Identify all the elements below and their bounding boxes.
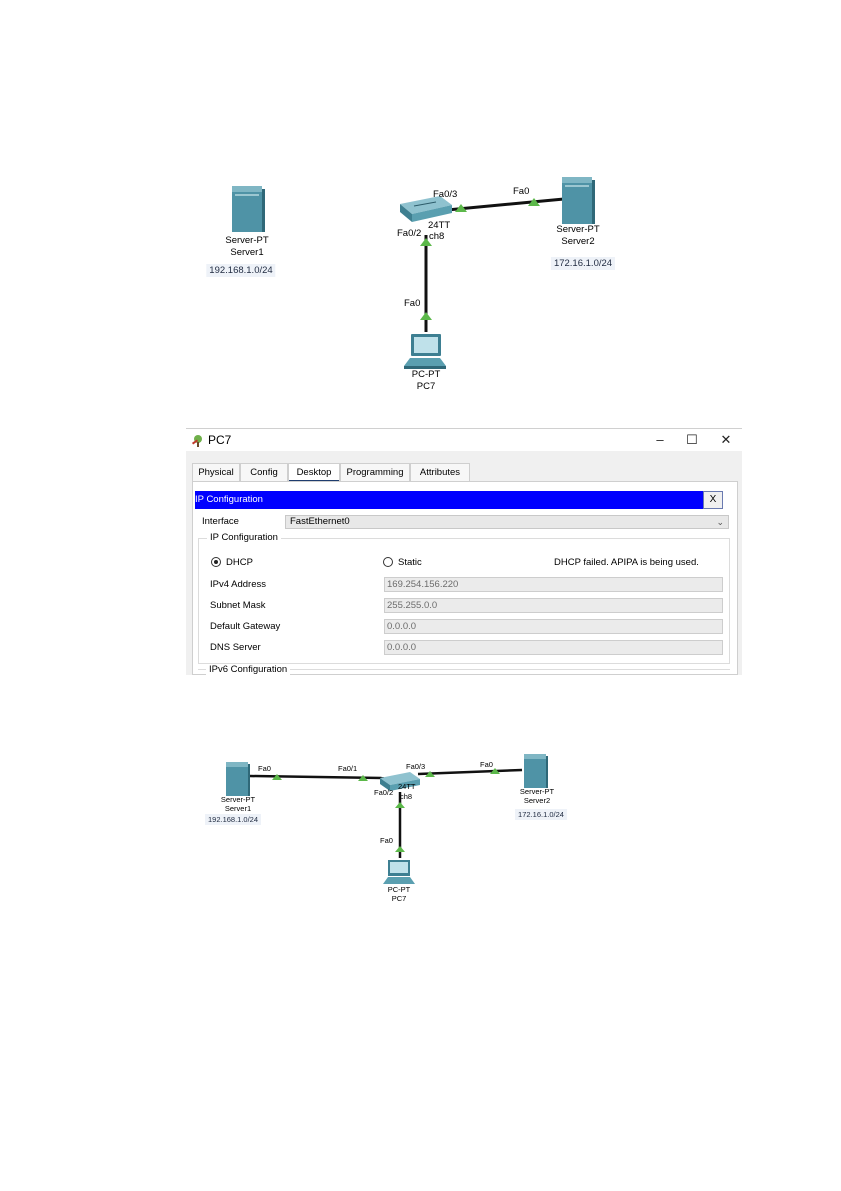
port-light-server2-fa0 <box>528 198 540 206</box>
interface-value: FastEthernet0 <box>290 516 350 527</box>
server1-name: Server1 <box>224 804 252 813</box>
pc7-window: PC7 – ☐ ✕ Physical Config Desktop Progra… <box>186 428 742 675</box>
pc-model: PC-PT <box>411 369 441 380</box>
ipv6-configuration-title: IPv6 Configuration <box>206 664 291 675</box>
tab-programming[interactable]: Programming <box>340 463 410 481</box>
ip-configuration-bar: IP Configuration X <box>195 491 723 509</box>
window-title: PC7 <box>208 433 232 447</box>
pc-icon[interactable] <box>383 860 415 884</box>
link-switch-server2[interactable] <box>446 197 565 212</box>
port-light-fa0-3 <box>455 204 467 212</box>
port-light-pc-fa0 <box>420 312 432 320</box>
server2-name: Server2 <box>523 796 551 805</box>
ipv4-address-label: IPv4 Address <box>210 579 266 590</box>
port-label-server2-fa0: Fa0 <box>480 760 493 769</box>
default-gateway-label: Default Gateway <box>210 621 281 632</box>
close-button[interactable]: ✕ <box>720 432 732 447</box>
server2-network: 172.16.1.0/24 <box>515 809 567 820</box>
server1-model: Server-PT <box>225 235 269 246</box>
dhcp-status-message: DHCP failed. APIPA is being used. <box>554 557 699 568</box>
port-label-server2-fa0: Fa0 <box>513 186 530 197</box>
port-light-fa0-2 <box>420 238 432 246</box>
packet-tracer-icon <box>191 435 202 447</box>
port-label-fa0-3: Fa0/3 <box>433 189 458 200</box>
ip-configuration-close-button[interactable]: X <box>703 491 723 509</box>
chevron-down-icon: ⌄ <box>716 517 724 527</box>
port-light-server1-fa0 <box>272 774 282 780</box>
server1-network: 192.168.1.0/24 <box>204 814 262 825</box>
server2-icon[interactable] <box>524 754 548 788</box>
port-light-fa0-1 <box>358 775 368 781</box>
server1-network: 192.168.1.0/24 <box>206 264 276 277</box>
tab-attributes[interactable]: Attributes <box>410 463 470 481</box>
dhcp-radio[interactable] <box>211 557 221 567</box>
ip-configuration-title: IP Configuration <box>195 494 263 505</box>
ip-configuration-group: IP Configuration DHCP Static DHCP failed… <box>198 532 730 664</box>
server1-model: Server-PT <box>220 795 256 804</box>
server2-network: 172.16.1.0/24 <box>550 257 616 270</box>
port-label-pc-fa0: Fa0 <box>404 298 421 309</box>
pc-name: PC7 <box>391 894 407 903</box>
port-label-fa0-3: Fa0/3 <box>406 762 426 771</box>
ipv4-address-field[interactable]: 169.254.156.220 <box>384 577 723 592</box>
window-titlebar[interactable]: PC7 – ☐ ✕ <box>186 429 742 451</box>
port-light-fa0-2 <box>395 802 405 808</box>
switch-model-fragment: 24TT <box>428 220 451 231</box>
port-light-server2-fa0 <box>490 768 500 774</box>
interface-select[interactable]: FastEthernet0 ⌄ <box>285 515 729 529</box>
subnet-mask-label: Subnet Mask <box>210 600 266 611</box>
ipv6-configuration-group: IPv6 Configuration <box>198 664 730 675</box>
tab-physical[interactable]: Physical <box>192 463 240 481</box>
pc-icon[interactable] <box>404 334 446 369</box>
topology-top-canvas <box>232 177 595 369</box>
switch-name-fragment: ch8 <box>400 792 413 801</box>
server1-icon[interactable] <box>226 762 250 796</box>
dhcp-label: DHCP <box>226 557 253 568</box>
server1-name: Server1 <box>230 247 264 258</box>
server2-icon[interactable] <box>562 177 595 224</box>
dns-server-label: DNS Server <box>210 642 261 653</box>
port-label-fa0-2: Fa0/2 <box>397 228 422 239</box>
tab-desktop[interactable]: Desktop <box>288 463 340 483</box>
port-label-pc-fa0: Fa0 <box>380 836 393 845</box>
server2-model: Server-PT <box>556 224 600 235</box>
port-light-pc-fa0 <box>395 846 405 852</box>
port-light-fa0-3 <box>425 771 435 777</box>
server2-model: Server-PT <box>519 787 555 796</box>
interface-label: Interface <box>202 516 239 527</box>
topology-bottom-canvas <box>226 754 548 884</box>
dns-server-field[interactable]: 0.0.0.0 <box>384 640 723 655</box>
port-label-fa0-2: Fa0/2 <box>374 788 394 797</box>
minimize-button[interactable]: – <box>656 432 664 447</box>
default-gateway-field[interactable]: 0.0.0.0 <box>384 619 723 634</box>
pc-model: PC-PT <box>387 885 411 894</box>
pc-name: PC7 <box>416 381 436 392</box>
maximize-button[interactable]: ☐ <box>686 432 698 447</box>
link-switch-server2[interactable] <box>417 768 523 776</box>
ip-configuration-group-title: IP Configuration <box>207 532 281 543</box>
server1-icon[interactable] <box>232 186 265 232</box>
static-radio[interactable] <box>383 557 393 567</box>
tab-config[interactable]: Config <box>240 463 288 481</box>
static-label: Static <box>398 557 422 568</box>
switch-icon[interactable] <box>380 772 420 791</box>
switch-icon[interactable] <box>400 196 452 222</box>
switch-name-fragment: ch8 <box>429 231 445 242</box>
port-label-server1-fa0: Fa0 <box>258 764 271 773</box>
port-label-fa0-1: Fa0/1 <box>338 764 358 773</box>
subnet-mask-field[interactable]: 255.255.0.0 <box>384 598 723 613</box>
server2-name: Server2 <box>561 236 595 247</box>
switch-model-fragment: 24TT <box>398 782 416 791</box>
